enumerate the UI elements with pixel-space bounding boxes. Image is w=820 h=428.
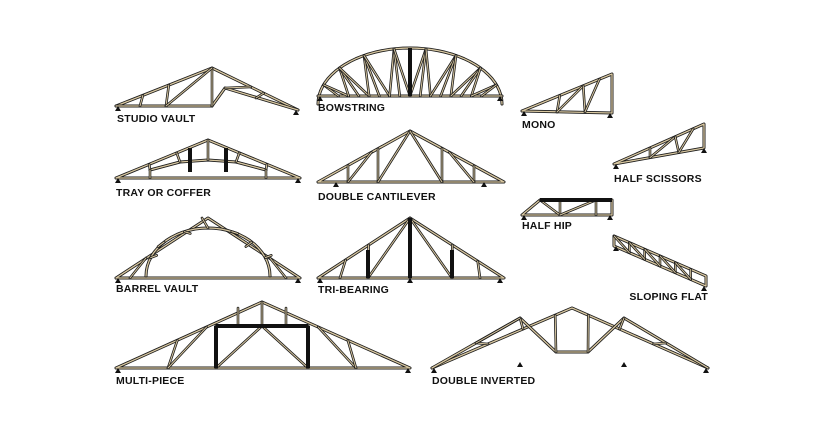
truss-label-double-inverted: DOUBLE INVERTED <box>432 375 536 387</box>
bearing-mark <box>115 368 121 373</box>
truss-label-tri-bearing: TRI-BEARING <box>318 284 389 296</box>
truss-sloping-flat: SLOPING FLAT <box>612 234 708 303</box>
bearing-mark <box>115 278 121 283</box>
bearing-mark <box>607 215 613 220</box>
truss-bowstring: BOWSTRING <box>316 46 504 114</box>
bearing-mark <box>521 111 527 116</box>
truss-mono: MONO <box>520 72 614 131</box>
bearing-mark <box>293 110 299 115</box>
truss-tray-or-coffer: TRAY OR COFFER <box>114 138 302 199</box>
bearing-mark <box>607 113 613 118</box>
truss-label-mono: MONO <box>522 119 555 131</box>
truss-tri-bearing: TRI-BEARING <box>316 216 506 296</box>
bearing-mark <box>613 246 619 251</box>
bearing-mark <box>115 106 121 111</box>
bearing-mark <box>701 286 707 291</box>
bearing-mark <box>497 278 503 283</box>
bearing-mark <box>431 368 437 373</box>
truss-label-half-hip: HALF HIP <box>522 220 572 232</box>
truss-label-tray-or-coffer: TRAY OR COFFER <box>116 187 211 199</box>
bearing-mark <box>521 215 527 220</box>
bearing-mark <box>317 278 323 283</box>
truss-label-bowstring: BOWSTRING <box>318 102 385 114</box>
bearing-mark <box>621 362 627 367</box>
bearing-mark <box>613 164 619 169</box>
truss-label-double-cantilever: DOUBLE CANTILEVER <box>318 191 436 203</box>
truss-studio-vault: STUDIO VAULT <box>114 66 300 125</box>
bearing-mark <box>333 182 339 187</box>
bearing-mark <box>407 278 413 283</box>
truss-label-half-scissors: HALF SCISSORS <box>614 173 702 185</box>
truss-label-studio-vault: STUDIO VAULT <box>117 113 196 125</box>
truss-label-barrel-vault: BARREL VAULT <box>116 283 199 295</box>
truss-double-inverted: DOUBLE INVERTED <box>430 306 710 387</box>
bearing-mark <box>295 278 301 283</box>
truss-double-cantilever: DOUBLE CANTILEVER <box>316 129 506 203</box>
bearing-mark <box>295 178 301 183</box>
truss-label-sloping-flat: SLOPING FLAT <box>629 291 708 303</box>
truss-barrel-vault: BARREL VAULT <box>114 216 302 295</box>
bearing-mark <box>317 96 323 101</box>
truss-label-multi-piece: MULTI-PIECE <box>116 375 185 387</box>
bearing-mark <box>517 362 523 367</box>
truss-half-scissors: HALF SCISSORS <box>612 122 707 185</box>
truss-half-hip: HALF HIP <box>520 198 614 232</box>
bearing-mark <box>481 182 487 187</box>
truss-multi-piece: MULTI-PIECE <box>114 300 412 387</box>
bearing-mark <box>115 178 121 183</box>
bearing-mark <box>701 148 707 153</box>
bearing-mark <box>405 368 411 373</box>
bearing-mark <box>497 96 503 101</box>
bearing-mark <box>703 368 709 373</box>
